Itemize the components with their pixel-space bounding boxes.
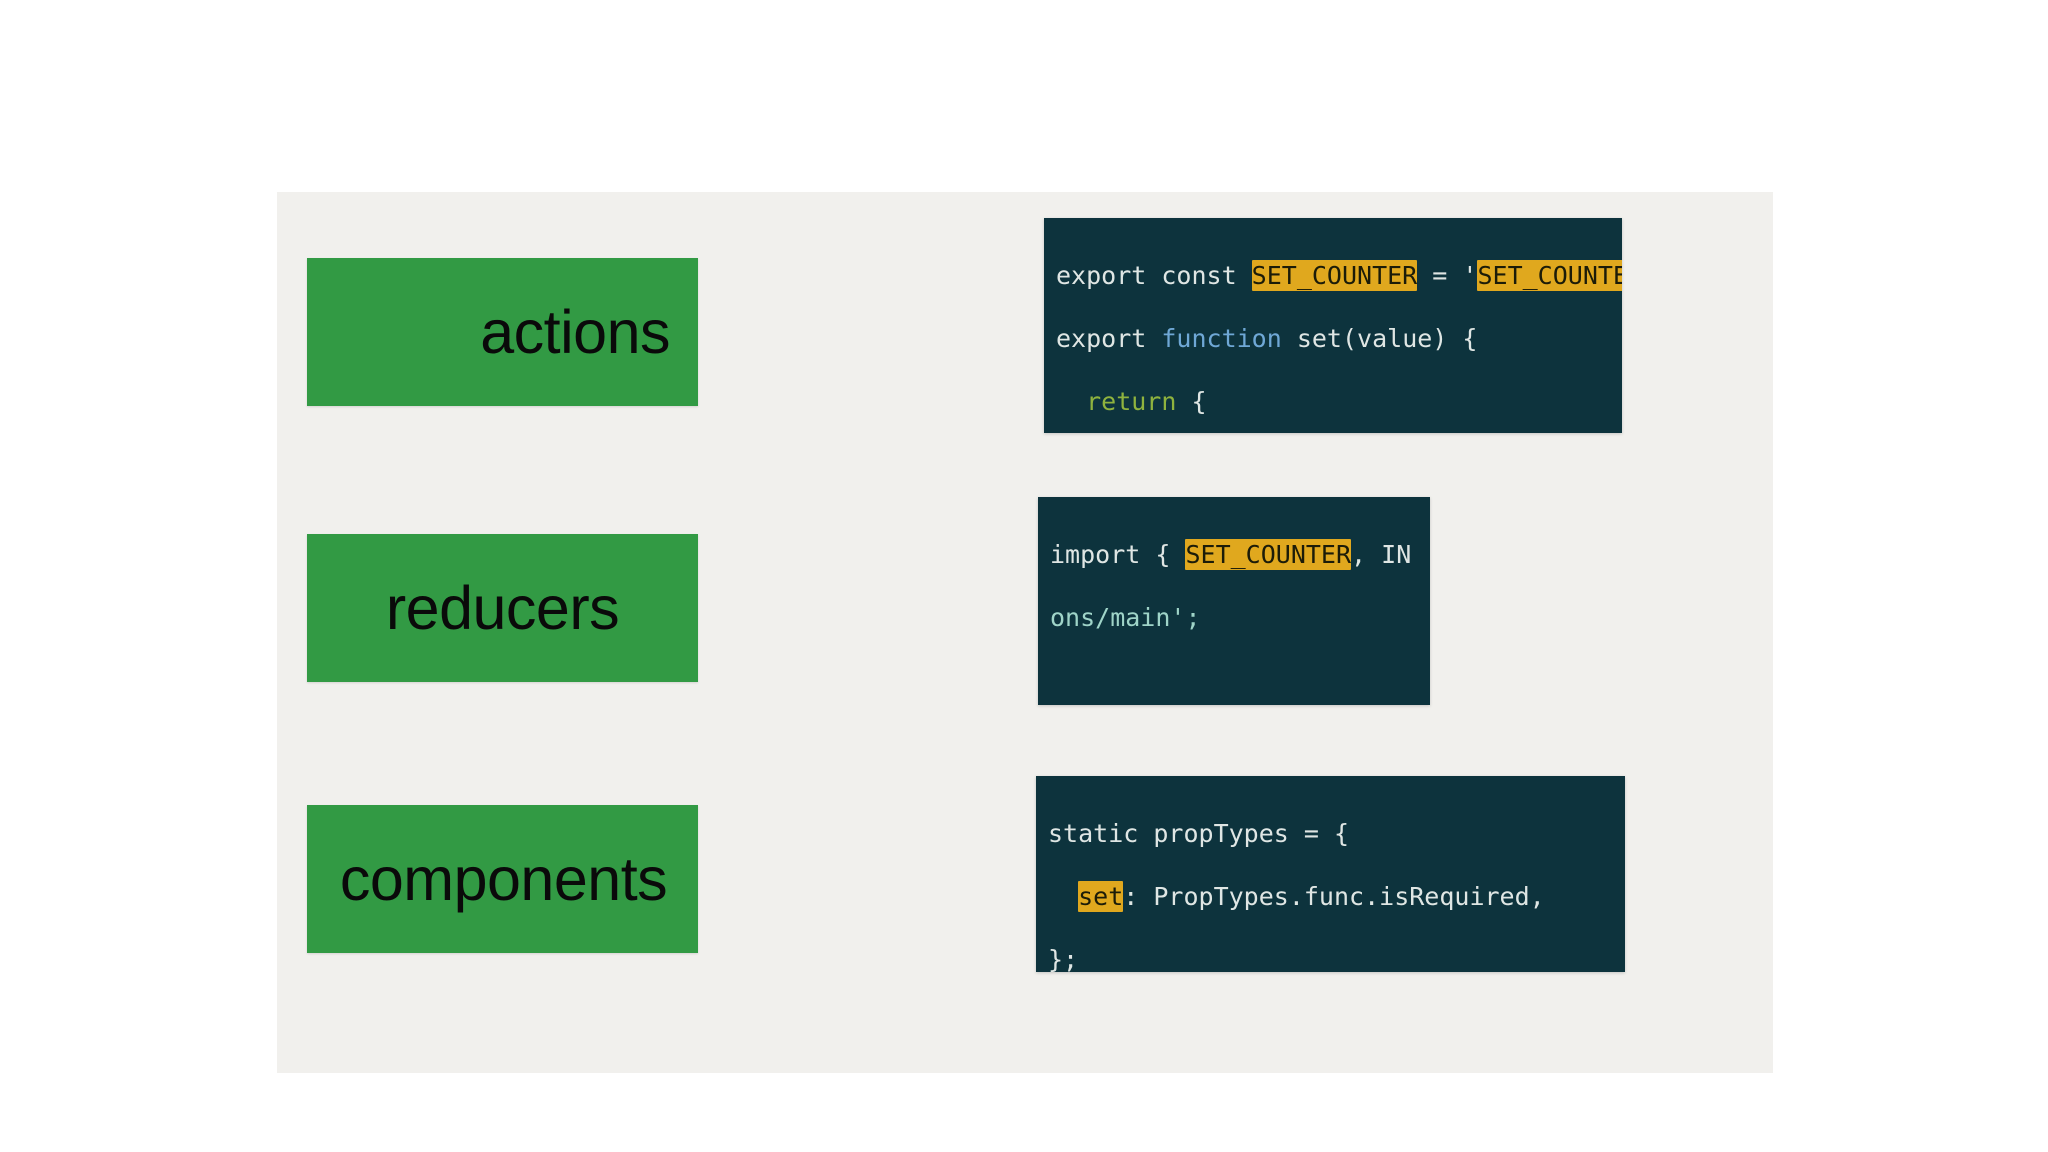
code-line: export const SET_COUNTER = 'SET_COUNTER'… (1056, 259, 1622, 292)
code-line: return { (1056, 386, 1207, 416)
code-line: set: PropTypes.func.isRequired, (1078, 880, 1545, 912)
code-line: import { SET_COUNTER, IN (1050, 538, 1412, 570)
code-line: }; (1048, 944, 1079, 973)
code-block-reducers-content: import { SET_COUNTER, IN ons/main'; expo… (1038, 497, 1430, 705)
code-block-components-content: static propTypes = { set: PropTypes.func… (1036, 776, 1625, 973)
label-box-reducers-text: reducers (385, 574, 620, 642)
label-box-components[interactable]: components (307, 805, 698, 953)
code-block-actions: export const SET_COUNTER = 'SET_COUNTER'… (1044, 218, 1622, 433)
code-block-actions-content: export const SET_COUNTER = 'SET_COUNTER'… (1044, 218, 1622, 433)
label-box-actions[interactable]: actions (307, 258, 698, 406)
label-box-reducers[interactable]: reducers (307, 534, 698, 682)
code-block-reducers: import { SET_COUNTER, IN ons/main'; expo… (1038, 497, 1430, 705)
label-box-actions-text: actions (480, 298, 670, 366)
code-line (1050, 665, 1430, 697)
code-line: export function set(value) { (1056, 323, 1478, 353)
slide-canvas: actions export const SET_COUNTER = 'SET_… (277, 192, 1773, 1073)
code-block-components: static propTypes = { set: PropTypes.func… (1036, 776, 1625, 972)
code-line: static propTypes = { (1048, 818, 1350, 848)
code-line: ons/main'; (1050, 602, 1201, 632)
label-box-components-text: components (339, 845, 668, 913)
